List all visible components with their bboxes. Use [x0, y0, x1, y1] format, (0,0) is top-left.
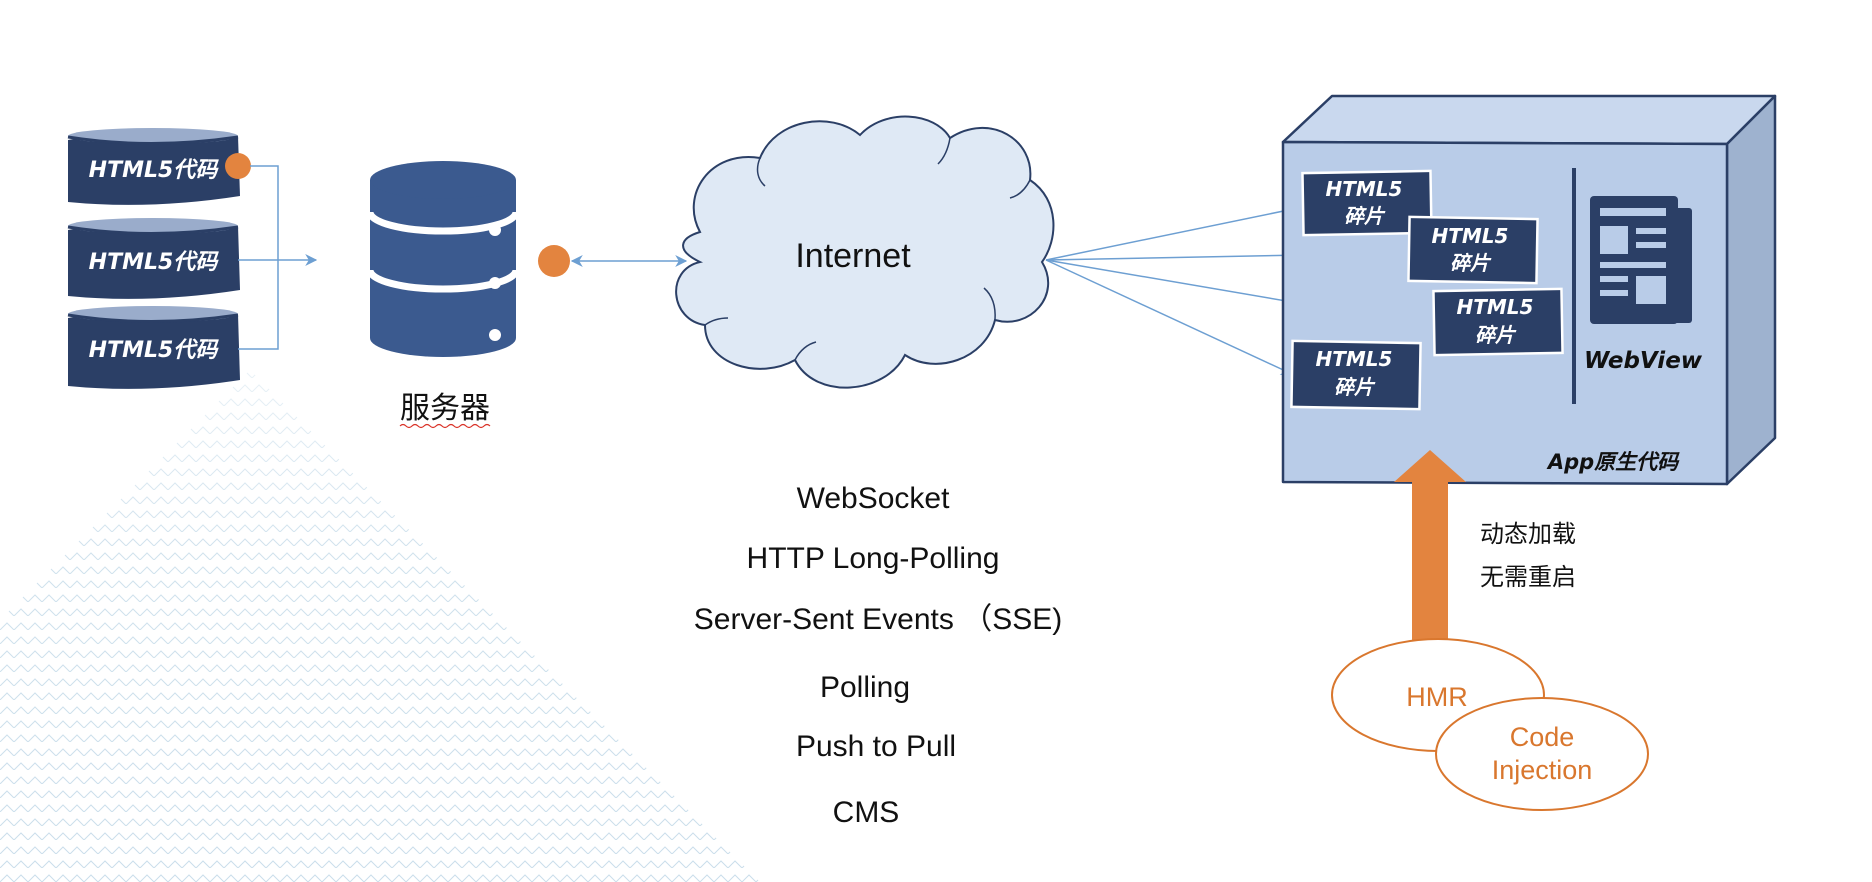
- spellcheck-underline: [399, 423, 491, 429]
- server-label: 服务器: [400, 391, 490, 426]
- fragment-subtitle: 碎片: [1334, 375, 1376, 399]
- fragment-card[interactable]: HTML5 碎片: [1290, 339, 1422, 411]
- source-file-label: HTML5代码: [89, 250, 220, 275]
- connector-dot: [225, 153, 251, 179]
- protocol-item: Server-Sent Events （SSE): [694, 603, 1062, 636]
- source-connector: [225, 153, 318, 350]
- cylinder-icon[interactable]: HTML5代码: [67, 306, 240, 389]
- cloud-shape[interactable]: [675, 115, 1055, 389]
- document-icon[interactable]: [1590, 196, 1692, 324]
- code-injection-node[interactable]: Code Injection: [1435, 697, 1649, 811]
- fragment-card[interactable]: HTML5 碎片: [1301, 169, 1433, 237]
- connector-dot: [538, 245, 570, 277]
- webview-label: WebView: [1584, 348, 1703, 374]
- protocol-item: WebSocket: [797, 482, 951, 515]
- protocol-item: Push to Pull: [796, 730, 956, 763]
- fragment-title: HTML5: [1326, 177, 1403, 201]
- fragment-card[interactable]: HTML5 碎片: [1432, 287, 1564, 357]
- cylinder-icon[interactable]: HTML5代码: [67, 218, 240, 299]
- background-pattern: [0, 370, 760, 882]
- source-file-label: HTML5代码: [89, 338, 220, 363]
- fragment-card[interactable]: HTML5 碎片: [1407, 215, 1539, 285]
- database-icon[interactable]: [366, 161, 520, 357]
- source-files: HTML5代码 HTML5代码 HTML5代码: [67, 128, 240, 389]
- fragment-title: HTML5: [1457, 295, 1534, 319]
- protocol-list: WebSocket HTTP Long-Polling Server-Sent …: [694, 482, 1062, 829]
- cloud-label: Internet: [795, 237, 911, 275]
- annotation-line1: 动态加载: [1480, 520, 1576, 548]
- fragment-subtitle: 碎片: [1475, 323, 1517, 347]
- hmr-label: HMR: [1406, 682, 1468, 712]
- fragment-title: HTML5: [1316, 347, 1393, 371]
- fragment-subtitle: 碎片: [1344, 204, 1386, 228]
- app-native-label: App原生代码: [1546, 450, 1680, 474]
- fragment-subtitle: 碎片: [1450, 251, 1492, 275]
- protocol-item: CMS: [833, 796, 900, 829]
- up-arrow: [1394, 450, 1466, 642]
- protocol-item: Polling: [820, 671, 910, 704]
- code-injection-label-line2: Injection: [1492, 755, 1593, 785]
- protocol-item: HTTP Long-Polling: [747, 542, 1000, 575]
- source-file-label: HTML5代码: [89, 158, 220, 183]
- code-injection-label-line1: Code: [1510, 722, 1575, 752]
- annotation-line2: 无需重启: [1480, 563, 1576, 591]
- fragment-title: HTML5: [1432, 224, 1509, 248]
- cylinder-icon[interactable]: HTML5代码: [67, 128, 240, 205]
